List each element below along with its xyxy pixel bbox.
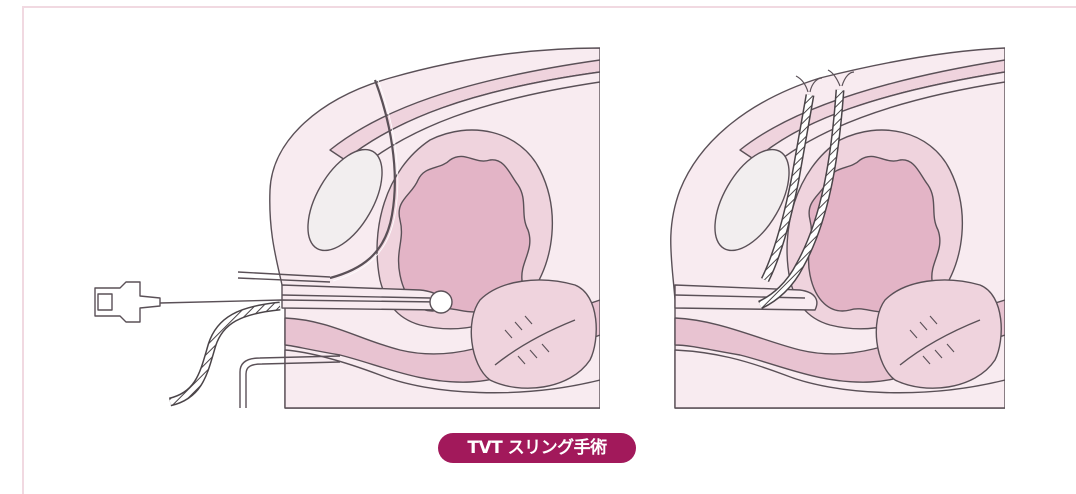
- sling-placed-view: [671, 48, 1005, 408]
- needle-insertion-view: [95, 48, 600, 408]
- caption-badge: TVT スリング手術: [438, 433, 636, 463]
